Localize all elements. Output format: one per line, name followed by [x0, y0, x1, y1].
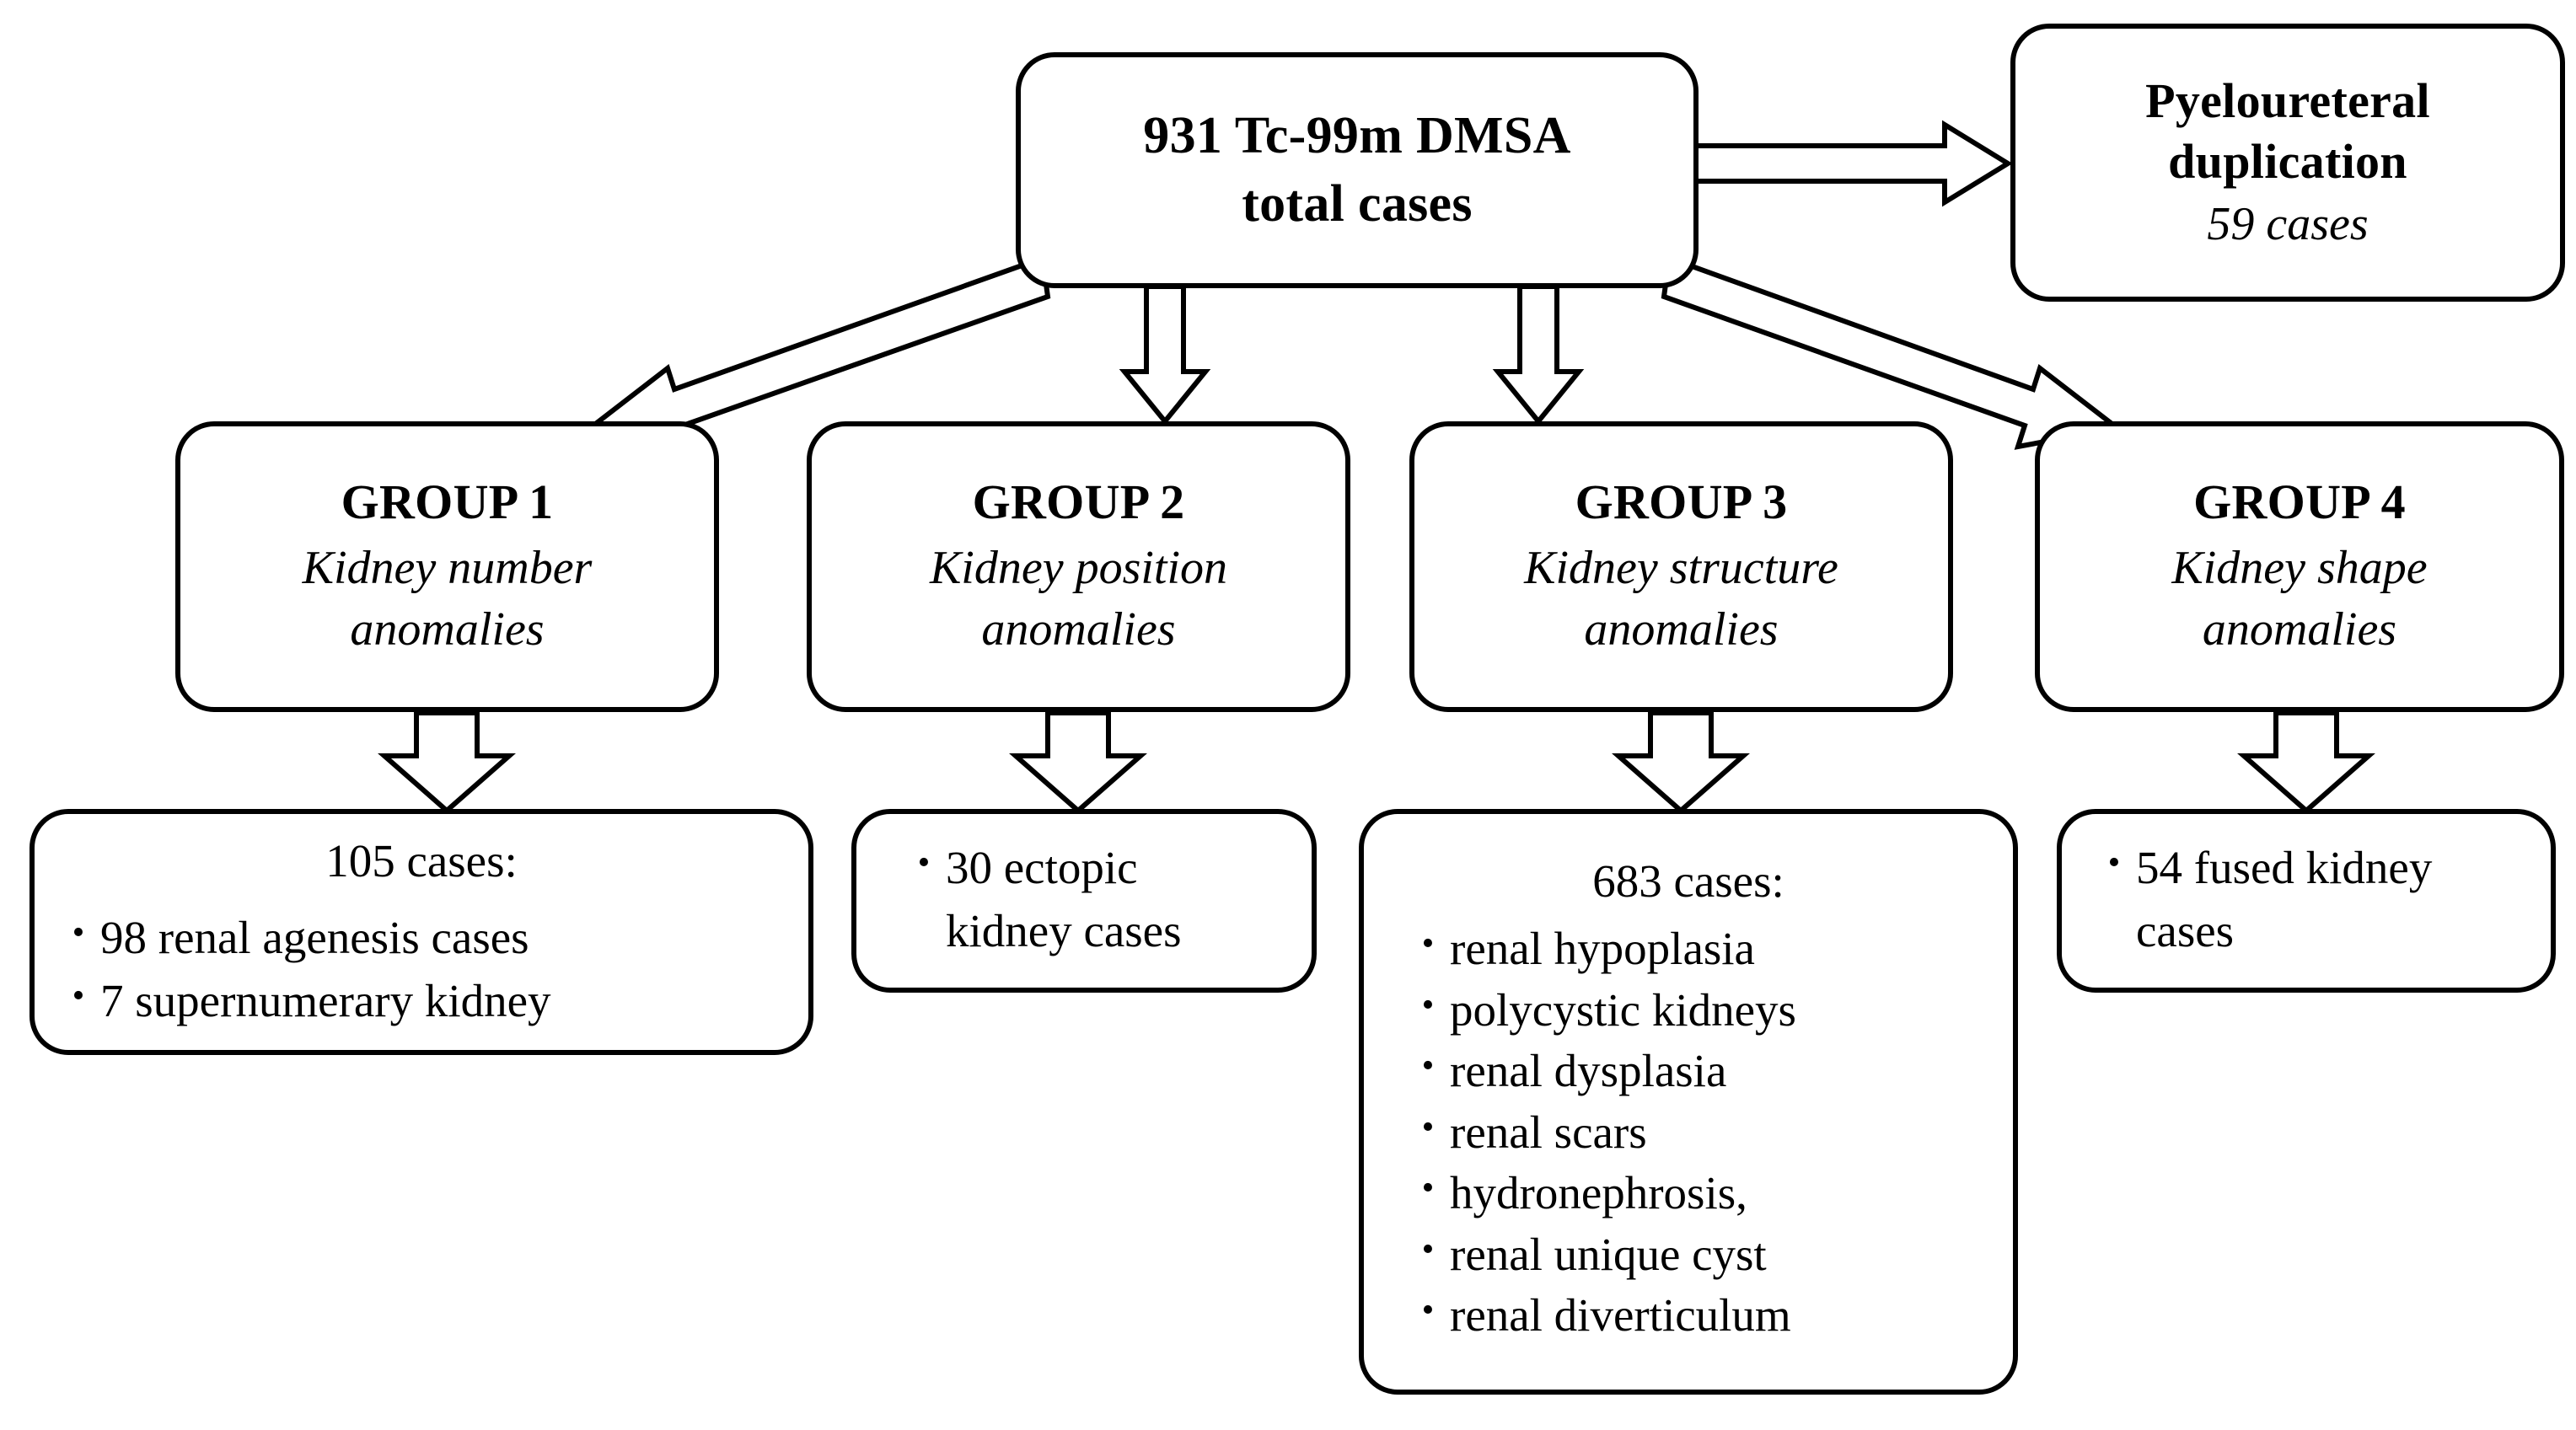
list-item: • renal unique cyst [1406, 1224, 1991, 1285]
list-item: • hydronephrosis, [1406, 1163, 1991, 1224]
bullet-icon: • [2107, 843, 2121, 882]
arrow-group3-to-leaf3 [1612, 710, 1750, 814]
list-item: • 30 ectopic [902, 838, 1182, 898]
leaf-1-item-0: 98 renal agenesis cases [100, 911, 529, 963]
bullet-icon: • [1421, 924, 1435, 964]
group-4-title: GROUP 4 [2193, 474, 2406, 530]
bullet-icon: • [1421, 1107, 1435, 1147]
arrow-root-to-group1 [583, 228, 1051, 450]
group-2-title: GROUP 2 [972, 474, 1185, 530]
list-item: • renal scars [1406, 1102, 1991, 1163]
leaf-4-item-0: 54 fused kidney [2136, 841, 2433, 893]
group-2-subtitle-line2: anomalies [981, 603, 1176, 656]
bullet-icon: • [1421, 1229, 1435, 1269]
bullet-icon: • [917, 843, 931, 882]
arrow-group1-to-leaf1 [378, 710, 516, 814]
leaf-1-list: • 98 renal agenesis cases • 7 supernumer… [56, 904, 786, 1035]
leaf-1-item-1: 7 supernumerary kidney [100, 975, 551, 1026]
group-4-subtitle-line2: anomalies [2202, 603, 2397, 656]
leaf-3-item-4: hydronephrosis, [1450, 1167, 1747, 1219]
arrow-group4-to-leaf4 [2237, 710, 2375, 814]
list-item: • 54 fused kidney [2092, 838, 2433, 898]
bullet-icon: • [1421, 1291, 1435, 1331]
node-group-3[interactable]: GROUP 3 Kidney structure anomalies [1409, 421, 1953, 712]
leaf-3-item-5: renal unique cyst [1450, 1228, 1767, 1280]
node-leaf-group1-cases[interactable]: 105 cases: • 98 renal agenesis cases • 7… [30, 809, 813, 1055]
arrow-root-to-group3 [1492, 284, 1585, 426]
leaf-2-item-1: kidney cases [946, 905, 1182, 956]
list-item: • 98 renal agenesis cases [56, 908, 786, 968]
leaf-2-list: • 30 ectopic kidney cases [902, 834, 1182, 965]
group-4-subtitle-line1: Kidney shape [2171, 542, 2428, 595]
list-item: • 7 supernumerary kidney [56, 971, 786, 1031]
bullet-icon: • [1421, 985, 1435, 1025]
bullet-icon: • [1421, 1047, 1435, 1086]
leaf-2-item-0: 30 ectopic [946, 841, 1138, 893]
root-title-line1: 931 Tc-99m DMSA [1143, 107, 1571, 165]
root-title-line2: total cases [1242, 175, 1473, 233]
leaf-3-item-2: renal dysplasia [1450, 1045, 1727, 1097]
arrow-root-to-group2 [1119, 284, 1211, 426]
side-title-line1: Pyeloureteral [2145, 72, 2430, 128]
node-group-4[interactable]: GROUP 4 Kidney shape anomalies [2035, 421, 2564, 712]
list-item: • renal dysplasia [1406, 1041, 1991, 1101]
leaf-3-item-6: renal diverticulum [1450, 1289, 1791, 1342]
side-cases-count: 59 cases [2207, 197, 2369, 250]
node-leaf-group3-cases[interactable]: 683 cases: • renal hypoplasia • polycyst… [1359, 809, 2018, 1395]
bullet-icon: • [72, 913, 85, 952]
leaf-1-head: 105 cases: [325, 834, 518, 886]
side-title-line2: duplication [2168, 133, 2407, 189]
leaf-4-item-1: cases [2136, 905, 2235, 956]
group-1-subtitle-line1: Kidney number [302, 542, 593, 595]
bullet-icon: • [72, 977, 85, 1015]
node-group-2[interactable]: GROUP 2 Kidney position anomalies [807, 421, 1350, 712]
leaf-3-item-1: polycystic kidneys [1450, 983, 1796, 1036]
node-root-total-cases[interactable]: 931 Tc-99m DMSA total cases [1016, 52, 1699, 288]
list-item: • renal diverticulum [1406, 1285, 1991, 1346]
leaf-3-list: • renal hypoplasia • polycystic kidneys … [1406, 918, 1991, 1347]
node-pyeloureteral-duplication[interactable]: Pyeloureteral duplication 59 cases [2010, 24, 2565, 302]
list-item: • renal hypoplasia [1406, 919, 1991, 979]
leaf-3-item-3: renal scars [1450, 1106, 1647, 1158]
group-3-subtitle-line2: anomalies [1584, 603, 1779, 656]
arrow-group2-to-leaf2 [1009, 710, 1147, 814]
bullet-icon: • [1421, 1169, 1435, 1208]
leaf-3-head: 683 cases: [1592, 855, 1784, 908]
list-item-continuation: cases [2092, 901, 2432, 961]
node-leaf-group4-cases[interactable]: • 54 fused kidney cases [2057, 809, 2556, 993]
list-item-continuation: kidney cases [902, 901, 1182, 961]
node-group-1[interactable]: GROUP 1 Kidney number anomalies [175, 421, 719, 712]
leaf-4-list: • 54 fused kidney cases [2092, 834, 2433, 965]
group-3-subtitle-line1: Kidney structure [1524, 542, 1838, 595]
group-3-title: GROUP 3 [1575, 474, 1788, 530]
group-1-title: GROUP 1 [341, 474, 554, 530]
list-item: • polycystic kidneys [1406, 980, 1991, 1041]
arrow-root-to-side [1693, 120, 2013, 207]
group-2-subtitle-line1: Kidney position [929, 542, 1228, 595]
node-leaf-group2-cases[interactable]: • 30 ectopic kidney cases [851, 809, 1317, 993]
group-1-subtitle-line2: anomalies [350, 603, 545, 656]
leaf-3-item-0: renal hypoplasia [1450, 923, 1755, 975]
